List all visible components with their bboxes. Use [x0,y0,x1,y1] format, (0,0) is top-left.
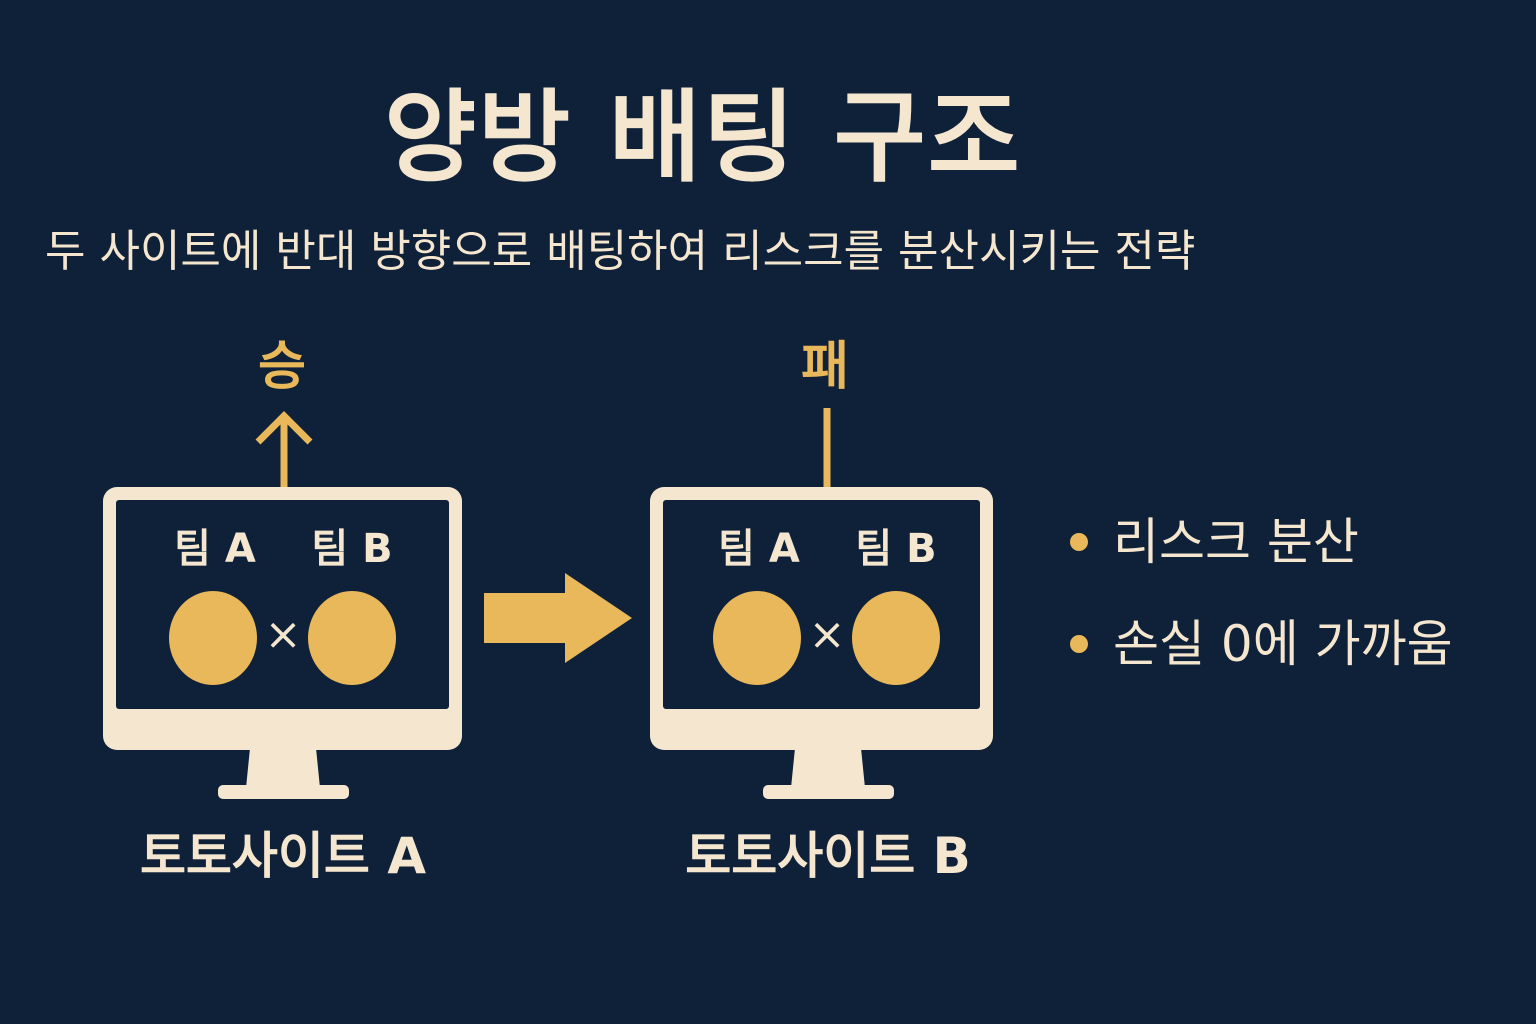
bullet-dot-icon [1070,533,1088,551]
bullet-text: 리스크 분산 [1113,513,1359,571]
outcome-win: 승 [258,337,306,397]
team-a-label: 팀 A [174,526,256,572]
screen: 팀 A 팀 B × [663,500,980,709]
vs-icon: × [264,609,302,660]
team-a-label: 팀 A [718,526,800,572]
bullet-item: 리스크 분산 [1070,512,1359,572]
site-b-label: 토토사이트 B [685,827,971,885]
team-a-coin [713,591,801,685]
monitor-site-b: 팀 A 팀 B × [650,487,993,750]
page-title: 양방 배팅 구조 [384,79,1022,196]
team-b-coin [308,591,396,685]
monitor-site-a: 팀 A 팀 B × [103,487,462,750]
up-arrow-icon [255,411,313,487]
monitor-stand-a [218,748,349,799]
team-a-coin [169,591,257,685]
team-b-label: 팀 B [855,526,937,572]
bullet-dot-icon [1070,635,1088,653]
bullet-item: 손실 0에 가까움 [1070,614,1453,674]
subtitle: 두 사이트에 반대 방향으로 배팅하여 리스크를 분산시키는 전략 [45,226,1196,277]
team-b-coin [852,591,940,685]
site-a-label: 토토사이트 A [139,827,427,885]
right-arrow-icon [484,573,632,663]
team-b-label: 팀 B [311,526,393,572]
bullet-text: 손실 0에 가까움 [1113,615,1453,673]
vs-icon: × [808,609,846,660]
screen: 팀 A 팀 B × [116,500,449,709]
outcome-lose: 패 [801,337,849,397]
monitor-stand-b [763,748,894,799]
